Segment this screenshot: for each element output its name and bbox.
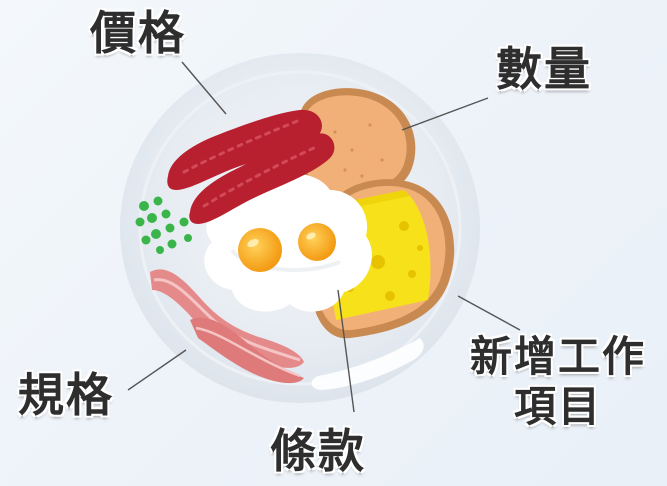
sausage-top xyxy=(167,109,322,190)
label-spec: 規格 xyxy=(18,368,114,422)
label-add-item: 新增工作 項目 xyxy=(458,336,658,428)
plate-highlight xyxy=(311,338,424,390)
leader-line-terms xyxy=(337,289,355,413)
fried-egg xyxy=(204,173,372,312)
label-terms: 條款 xyxy=(270,424,366,478)
leader-line-spec xyxy=(127,349,187,391)
label-add-item-line2: 項目 xyxy=(513,382,602,431)
leader-line-price xyxy=(181,61,227,115)
egg-yolk-left xyxy=(238,228,282,272)
peas xyxy=(135,196,192,254)
plate-inner-rim xyxy=(138,70,462,386)
egg-yolk-right xyxy=(298,223,336,261)
label-price: 價格 xyxy=(90,6,186,60)
leader-line-add-item xyxy=(457,295,521,331)
sausage-bottom xyxy=(189,133,335,224)
toast-back xyxy=(298,88,416,202)
leader-line-quantity xyxy=(401,97,489,131)
label-add-item-line1: 新增工作 xyxy=(469,332,646,381)
bacon-strips xyxy=(150,269,304,384)
label-quantity: 數量 xyxy=(496,42,592,96)
